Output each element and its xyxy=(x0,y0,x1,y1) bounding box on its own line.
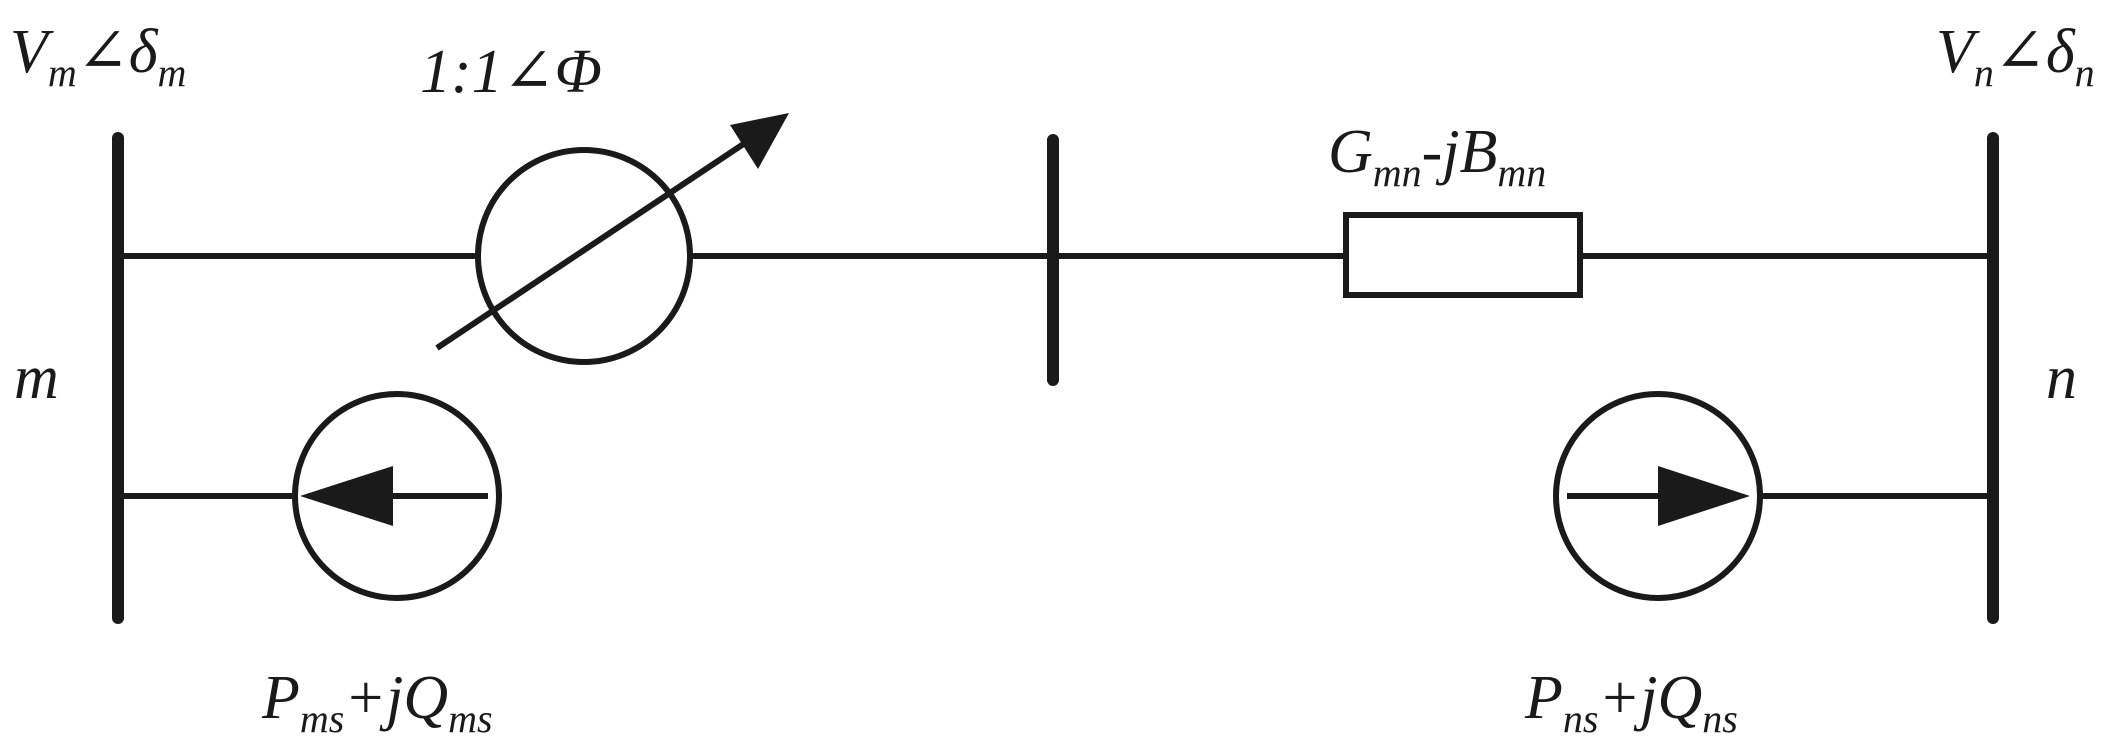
bus-n-voltage-label: Vn∠δn xyxy=(1936,18,2095,95)
phase-shifter-label: 1:1∠Φ xyxy=(420,38,602,106)
injection-n-label: Pns+jQns xyxy=(1524,664,1738,741)
injection-n-arrowhead xyxy=(1658,466,1750,526)
bus-m-voltage-label: Vm∠δm xyxy=(10,18,186,95)
bus-n-name: n xyxy=(2046,344,2077,412)
phase-shifter-circle xyxy=(475,147,693,365)
injection-m-label: Pms+jQms xyxy=(261,664,493,741)
injection-n-circle xyxy=(1553,391,1763,601)
injection-m-arrowhead xyxy=(300,466,393,526)
line-impedance-label: Gmn-jBmn xyxy=(1328,118,1546,195)
injection-m-circle xyxy=(292,391,502,601)
line-impedance-box xyxy=(1343,212,1583,298)
bus-m-name: m xyxy=(14,344,59,412)
phase-shifter-arrowhead xyxy=(730,113,789,169)
phase-shifter-arrow-shaft xyxy=(435,138,750,351)
